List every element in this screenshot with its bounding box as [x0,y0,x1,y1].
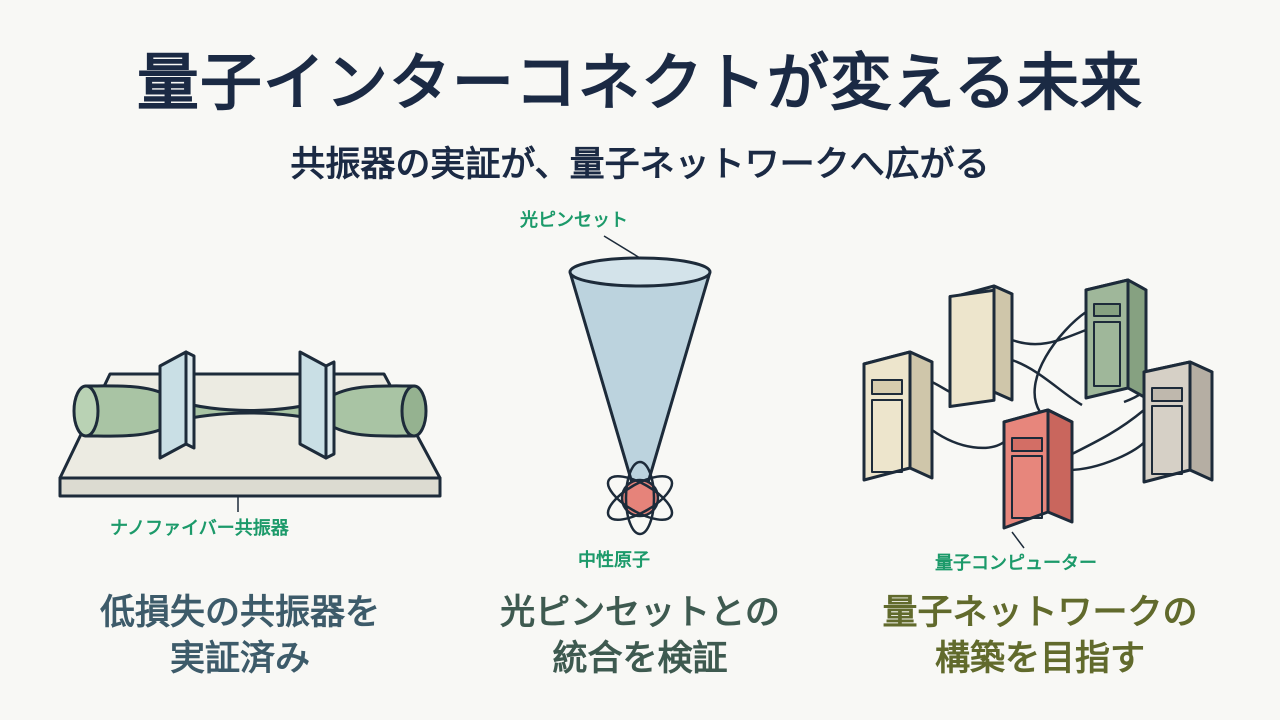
nanofiber-resonator-illustration [58,350,442,512]
server-green [1084,278,1148,400]
server-cream-left [862,350,934,482]
caption-network-line2: 構築を目指す [934,639,1145,680]
caption-tweezer: 光ピンセットとの 統合を検証 [440,590,840,682]
page-subtitle: 共振器の実証が、量子ネットワークへ広がる [290,145,990,185]
server-red [1002,408,1074,530]
optical-tweezer-illustration [568,235,712,536]
label-nanofiber-resonator: ナノファイバー共振器 [110,518,289,539]
label-optical-tweezer: 光ピンセット [520,210,628,231]
leader-line-tweezer [603,235,641,259]
caption-tweezer-line2: 統合を検証 [552,639,728,680]
caption-resonator: 低損失の共振器を 実証済み [40,590,440,682]
caption-network-line1: 量子ネットワークの [882,593,1198,633]
mirror-right [298,350,336,460]
caption-network: 量子ネットワークの 構築を目指す [840,590,1240,682]
server-gray [1142,360,1214,484]
mirror-left [158,350,196,460]
cone-top [568,256,712,288]
label-quantum-computer: 量子コンピューター [935,553,1097,574]
fiber-right [326,384,428,438]
neutral-atom-icon [606,460,674,536]
fiber-left [72,384,174,438]
label-neutral-atom: 中性原子 [578,550,650,571]
caption-resonator-line1: 低損失の共振器を [99,593,380,633]
caption-tweezer-line1: 光ピンセットとの [500,593,780,633]
caption-resonator-line2: 実証済み [169,639,310,680]
page-title: 量子インターコネクトが変える未来 [136,46,1144,119]
light-cone [568,271,712,512]
quantum-network-illustration [862,278,1214,549]
server-cream-back [948,284,1014,409]
leader-line-network [1011,531,1025,549]
